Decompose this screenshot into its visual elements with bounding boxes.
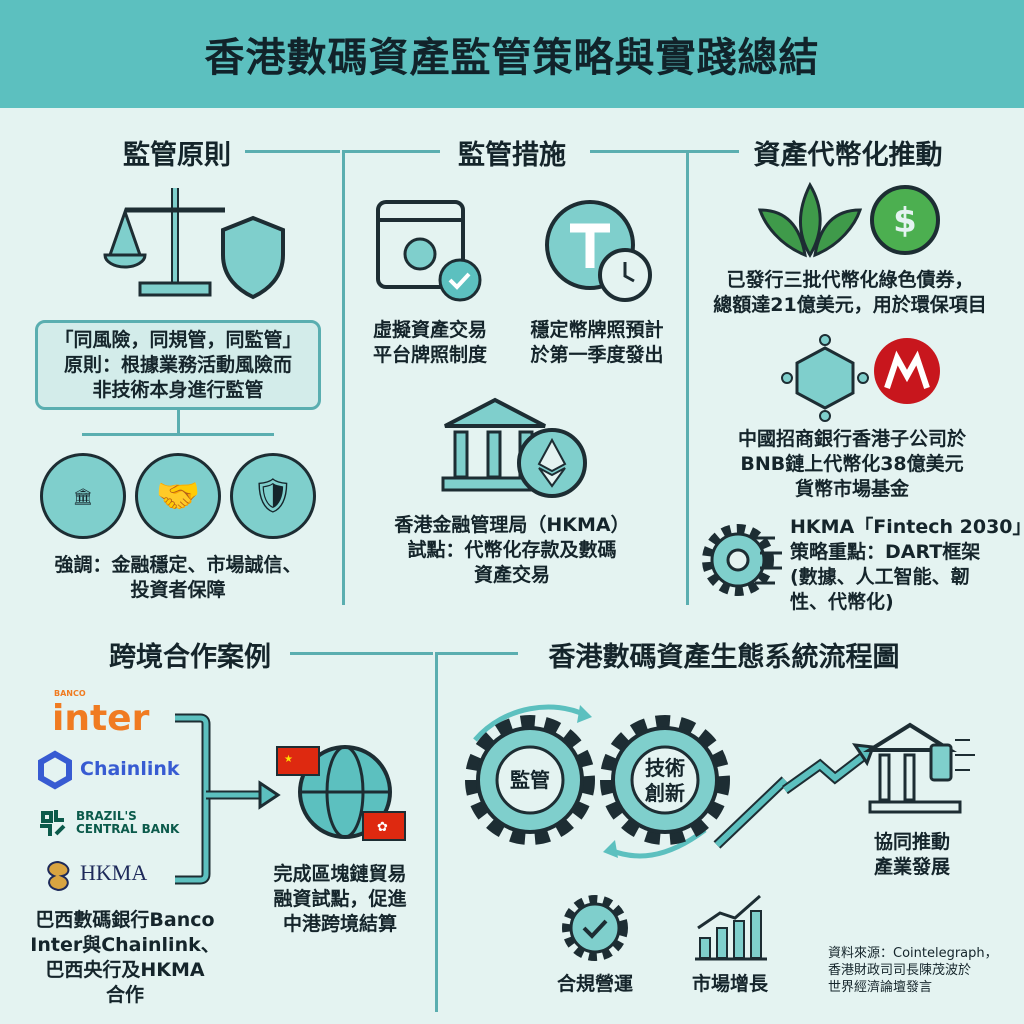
- stablecoin-text: 穩定幣牌照預計: [530, 319, 664, 341]
- svg-text:★: ★: [284, 754, 293, 765]
- crossborder-result: 融資試點，促進: [273, 888, 407, 910]
- blockchain-cmb-icon: [781, 334, 940, 422]
- stablecoin-clock-icon: [545, 200, 652, 302]
- connector: [82, 433, 274, 436]
- emphasis-text: 投資者保障: [130, 579, 226, 601]
- cmb-text: 中國招商銀行香港子公司於: [737, 428, 967, 450]
- divider: [290, 652, 433, 655]
- source-note: 資料來源：Cointelegraph， 香港財政司司長陳茂波於 世界經濟論壇發言: [828, 945, 998, 996]
- principle-line: 原則：根據業務活動風險而: [63, 354, 293, 376]
- divider: [686, 150, 689, 605]
- growth-chart-icon: [695, 894, 767, 961]
- scale-shield-icon: [103, 188, 285, 300]
- principle-line: 「同風險，同規管，同監管」: [54, 329, 302, 351]
- fintech-text: HKMA「Fintech 2030」: [790, 516, 1024, 538]
- compliance-label: 合規營運: [556, 973, 634, 995]
- principle-box: [35, 320, 321, 410]
- tokenization-heading: 資產代幣化推動: [753, 140, 943, 171]
- licensing-text: 虛擬資產交易: [372, 319, 488, 341]
- partners-text: 巴西央行及HKMA: [45, 959, 205, 981]
- page-title: 香港數碼資產監管策略與實踐總結: [204, 35, 820, 81]
- chainlink-logo: Chainlink: [80, 758, 180, 780]
- divider: [435, 652, 438, 1012]
- source-line: 香港財政司司長陳茂波於: [828, 963, 972, 978]
- fintech-text: 性、代幣化): [790, 591, 894, 613]
- crossborder-heading: 跨境合作案例: [109, 642, 271, 673]
- green-bonds-text: 已發行三批代幣化綠色債券，: [726, 269, 974, 291]
- svg-text:$: $: [893, 201, 917, 241]
- connector: [177, 410, 180, 435]
- bracket-arrow: [175, 713, 281, 885]
- chainlink-hexagon-icon: [38, 750, 72, 790]
- bank-ethereum-icon: [441, 397, 587, 498]
- hkma-pilot-text: 香港金融管理局（HKMA）: [394, 514, 630, 536]
- crossborder-result: 完成區塊鏈貿易: [273, 863, 407, 885]
- source-line: 世界經濟論壇發言: [828, 980, 933, 995]
- growth-label: 市場增長: [691, 973, 769, 995]
- gear-innovation-label: 技術: [645, 756, 685, 780]
- cmb-text: 貨幣市場基金: [794, 478, 910, 500]
- collab-text: 產業發展: [873, 856, 951, 878]
- divider: [438, 652, 518, 655]
- bcb-line: CENTRAL BANK: [76, 822, 180, 836]
- bank-icon: 🏛: [40, 453, 126, 539]
- hkma-logo: HKMA: [80, 860, 148, 885]
- leaves-dollar-icon: $: [757, 181, 940, 258]
- measures-heading: 監管措施: [458, 140, 566, 171]
- divider: [245, 150, 340, 153]
- divider: [689, 150, 739, 153]
- collab-text: 協同推動: [873, 831, 951, 853]
- gears-cycle-icon: [465, 704, 789, 859]
- partners-text: 巴西數碼銀行Banco: [35, 909, 215, 931]
- hkma-pilot-text: 資產交易: [473, 564, 551, 586]
- browser-gear-icon: [376, 200, 482, 302]
- growth-arrow-bank-icon: [782, 722, 975, 814]
- divider: [590, 150, 686, 153]
- emphasis-text: 強調：金融穩定、市場誠信、: [54, 554, 302, 576]
- gear-circuit-icon: [702, 524, 782, 596]
- globe-flags-icon: ★ ✿: [276, 745, 406, 841]
- banco-inter-logo: inter: [52, 698, 150, 739]
- divider: [345, 150, 440, 153]
- bcb-logo-icon: [40, 810, 66, 836]
- bcb-line: BRAZIL'S: [76, 809, 137, 823]
- crossborder-result: 中港跨境結算: [282, 913, 398, 935]
- gear-regulation-label: 監管: [510, 768, 550, 792]
- svg-text:✿: ✿: [377, 820, 388, 835]
- compliance-gear-icon: [562, 895, 628, 961]
- shield-user-icon: 🛡: [230, 453, 316, 539]
- handshake-icon: 🤝: [135, 453, 221, 539]
- gear-innovation-label: 創新: [645, 781, 685, 805]
- cmb-text: BNB鏈上代幣化38億美元: [740, 453, 964, 475]
- title-bar: 香港數碼資產監管策略與實踐總結: [0, 0, 1024, 108]
- partners-text: 合作: [105, 984, 145, 1006]
- banco-inter-logo-small: BANCO: [54, 689, 86, 698]
- stablecoin-text: 於第一季度發出: [530, 344, 664, 366]
- licensing-text: 平台牌照制度: [372, 344, 488, 366]
- hkma-logo-icon: [47, 860, 70, 892]
- principles-heading: 監管原則: [123, 140, 231, 171]
- principle-line: 非技術本身進行監管: [92, 379, 264, 401]
- hkma-pilot-text: 試點：代幣化存款及數碼: [407, 539, 617, 561]
- fintech-text: 策略重點：DART框架: [790, 541, 981, 563]
- source-line: 資料來源：Cointelegraph，: [828, 946, 998, 961]
- green-bonds-text: 總額達21億美元，用於環保項目: [713, 294, 987, 316]
- divider: [342, 150, 345, 605]
- ecosystem-heading: 香港數碼資產生態系統流程圖: [548, 642, 900, 673]
- fintech-text: (數據、人工智能、韌: [790, 566, 970, 588]
- partners-text: Inter與Chainlink、: [30, 934, 220, 956]
